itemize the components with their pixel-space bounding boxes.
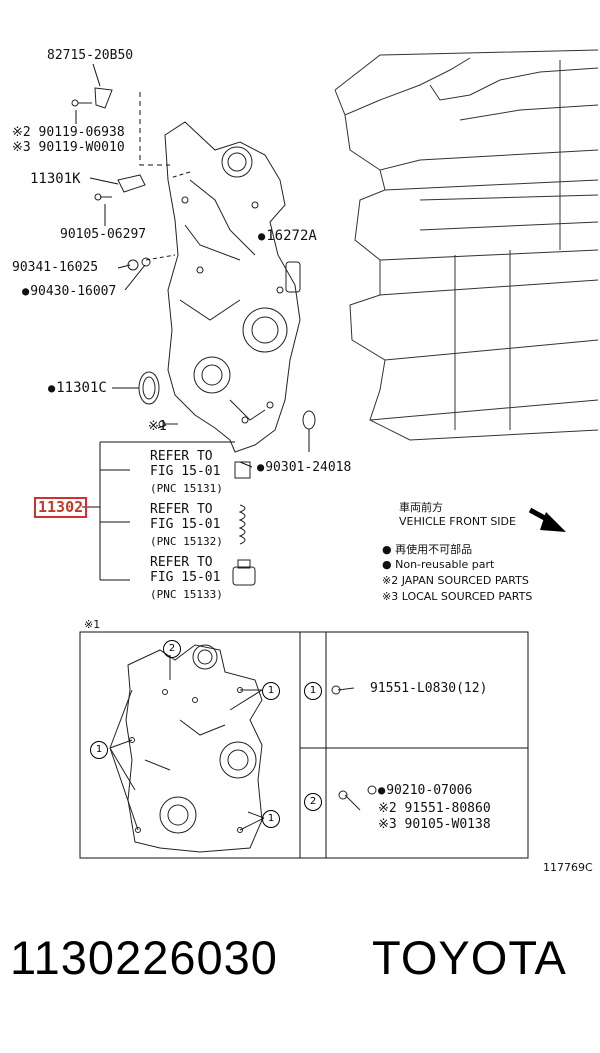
inset-part-90210: 90210-07006 bbox=[378, 783, 472, 798]
leader-lines bbox=[75, 63, 310, 581]
inset-part-90105-w0138: ※3 90105-W0138 bbox=[378, 817, 491, 832]
timing-cover-drawing bbox=[71, 87, 316, 453]
callout-90341-16025: 90341-16025 bbox=[12, 260, 99, 275]
callout-82715: 82715-20B50 bbox=[47, 48, 134, 63]
inset-table-ref-2: 2 bbox=[304, 793, 322, 811]
inset-ref-1-circle: 1 bbox=[90, 741, 108, 759]
callout-11301k: 11301K bbox=[30, 171, 81, 187]
refer-1-line1: REFER TO bbox=[150, 449, 213, 464]
inset-ref-2-circle: 2 bbox=[163, 640, 181, 658]
highlighted-part-number[interactable]: 11302 bbox=[34, 497, 88, 518]
refer-3-line2: FIG 15-01 bbox=[150, 570, 221, 585]
callout-90430-16007: 90430-16007 bbox=[22, 284, 116, 299]
callout-90301-24018: 90301-24018 bbox=[257, 460, 351, 475]
caption-brand: TOYOTA bbox=[372, 931, 567, 984]
inset-cover-drawing bbox=[109, 644, 377, 853]
callout-11301c: 11301C bbox=[48, 381, 107, 395]
inset-mark: ※1 bbox=[84, 618, 101, 631]
callout-16272a: 16272A bbox=[258, 229, 317, 243]
refer-2-line1: REFER TO bbox=[150, 502, 213, 517]
refer-2-line3: (PNC 15132) bbox=[150, 535, 223, 548]
refer-2-line2: FIG 15-01 bbox=[150, 517, 221, 532]
inset-ref-1-circle: 1 bbox=[262, 810, 280, 828]
refer-1-line2: FIG 15-01 bbox=[150, 464, 221, 479]
legend-front-en: VEHICLE FRONT SIDE bbox=[399, 515, 516, 528]
nonreuse-bullet-icon: ● bbox=[382, 558, 396, 571]
legend-local-sourced: ※3 LOCAL SOURCED PARTS bbox=[382, 590, 533, 603]
refer-3-line1: REFER TO bbox=[150, 555, 213, 570]
callout-90119-w0010: ※3 90119-W0010 bbox=[12, 140, 125, 155]
caption-part-number: 1130226030 bbox=[10, 931, 278, 984]
legend-nonreuse-jp: ● 再使用不可部品 bbox=[382, 543, 473, 556]
vehicle-front-arrow bbox=[528, 507, 566, 532]
inset-frame bbox=[79, 631, 529, 859]
legend-front-jp: 車両前方 bbox=[399, 501, 443, 514]
refer-3-line3: (PNC 15133) bbox=[150, 588, 223, 601]
inset-table-ref-1: 1 bbox=[304, 682, 322, 700]
inset-part-91551-l0830: 91551-L0830(12) bbox=[370, 681, 488, 696]
legend-nonreuse-en: ● Non-reusable part bbox=[382, 558, 495, 571]
nonreuse-bullet-icon: ● bbox=[382, 543, 396, 556]
note-mark-1: ※1 bbox=[148, 419, 167, 434]
callout-90105-06297: 90105-06297 bbox=[60, 227, 147, 242]
inset-ref-1-circle: 1 bbox=[262, 682, 280, 700]
engine-block-outline bbox=[334, 49, 599, 441]
legend-japan-sourced: ※2 JAPAN SOURCED PARTS bbox=[382, 574, 529, 587]
callout-90119-06938: ※2 90119-06938 bbox=[12, 125, 125, 140]
referenced-part-icons bbox=[232, 461, 256, 586]
inset-part-91551-80860: ※2 91551-80860 bbox=[378, 801, 491, 816]
figure-id: 117769C bbox=[543, 861, 593, 874]
refer-1-line3: (PNC 15131) bbox=[150, 482, 223, 495]
